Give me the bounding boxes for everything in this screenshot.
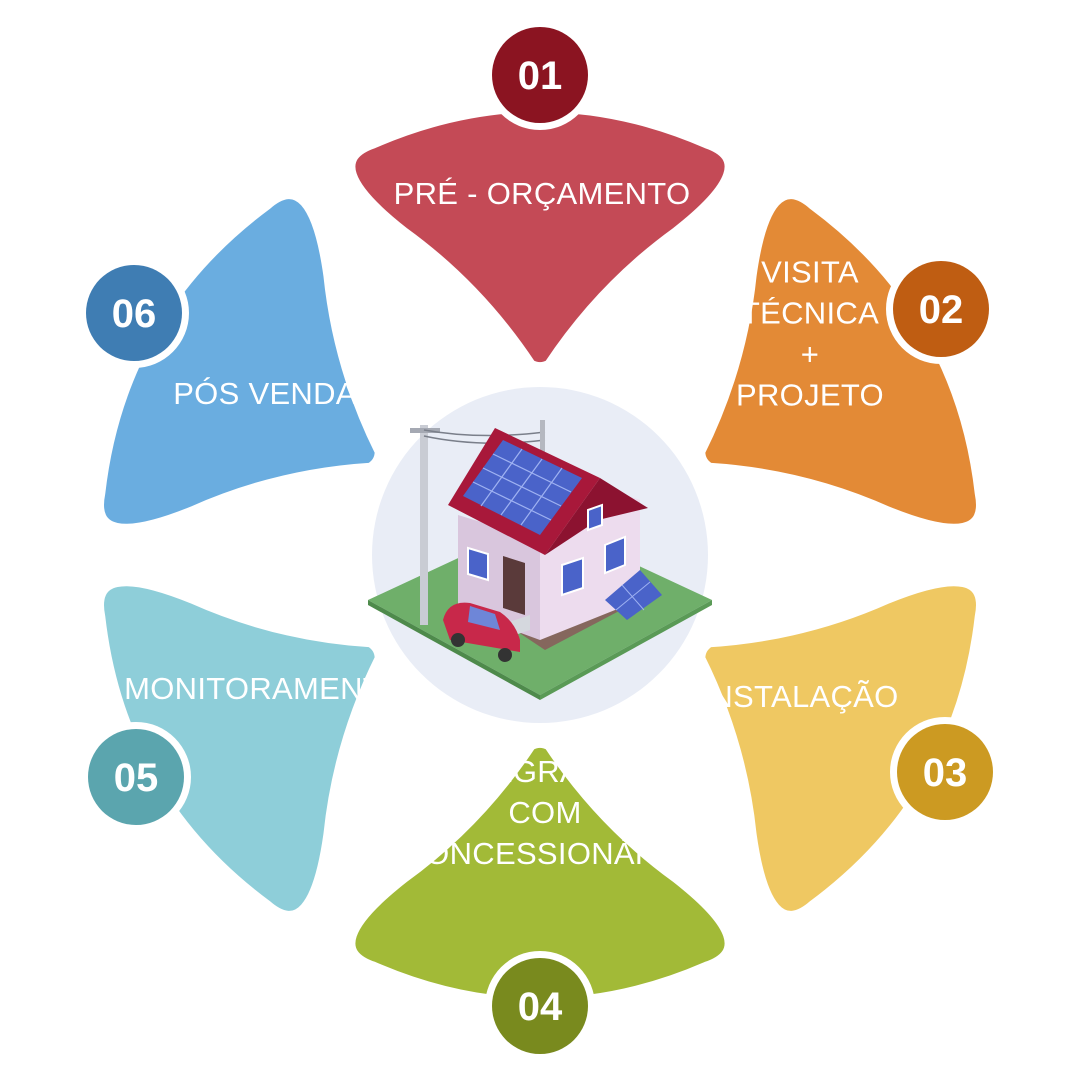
step-04-number: 04 [518,985,563,1029]
step-06-label-line: PÓS VENDA [173,376,357,411]
step-04-segment [343,735,737,1010]
step-05-badge-circle [88,729,184,825]
label-group: PRÉ - ORÇAMENTO VISITA TÉCNICA + PROJETO INST… [124,176,898,871]
step-04-label-line: COM [508,795,581,830]
step-02-badge-circle [893,261,989,357]
step-06-number: 06 [112,292,157,336]
step-01-number: 01 [518,54,563,98]
step-02-label: VISITA TÉCNICA + PROJETO [736,255,884,413]
step-06-label: PÓS VENDA [173,376,357,411]
step-02-number: 02 [919,288,964,332]
step-03-segment [693,574,988,923]
step-02-label-line: PROJETO [736,378,884,413]
step-05-segment [92,574,387,923]
step-04-badge: 04 [485,951,595,1061]
step-01-label-line: PRÉ - ORÇAMENTO [394,176,691,211]
step-01-label: PRÉ - ORÇAMENTO [394,176,691,211]
step-02-label-line: VISITA [761,255,859,290]
house-with-solar-panels-icon [368,420,712,700]
step-04-label-line: INTEGRAÇÃO [441,754,649,789]
step-03-badge: 03 [890,717,1000,827]
step-05-number: 05 [114,756,159,800]
step-04-label: INTEGRAÇÃO COM CONCESSIONÁRIA [403,754,688,871]
step-04-badge-circle [492,958,588,1054]
step-02-segment [693,187,988,536]
badge-group: 01 02 03 04 05 06 [79,20,1000,1061]
step-03-label: INSTALAÇÃO [701,679,898,714]
step-03-label-line: INSTALAÇÃO [701,679,898,714]
step-03-number: 03 [923,751,968,795]
step-02-label-line: + [801,337,819,372]
step-01-badge-circle [492,27,588,123]
step-02-badge: 02 [886,254,996,364]
step-06-segment [92,187,387,536]
step-04-label-line: CONCESSIONÁRIA [403,836,688,871]
step-05-label-line: MONITORAMENTO [124,671,406,706]
step-06-badge: 06 [79,258,189,368]
step-01-badge: 01 [485,20,595,130]
petal-group [92,100,988,1010]
step-01-segment [343,100,737,375]
step-06-badge-circle [86,265,182,361]
step-05-badge: 05 [81,722,191,832]
step-03-badge-circle [897,724,993,820]
step-02-label-line: TÉCNICA [741,296,879,331]
step-05-label: MONITORAMENTO [124,671,406,706]
